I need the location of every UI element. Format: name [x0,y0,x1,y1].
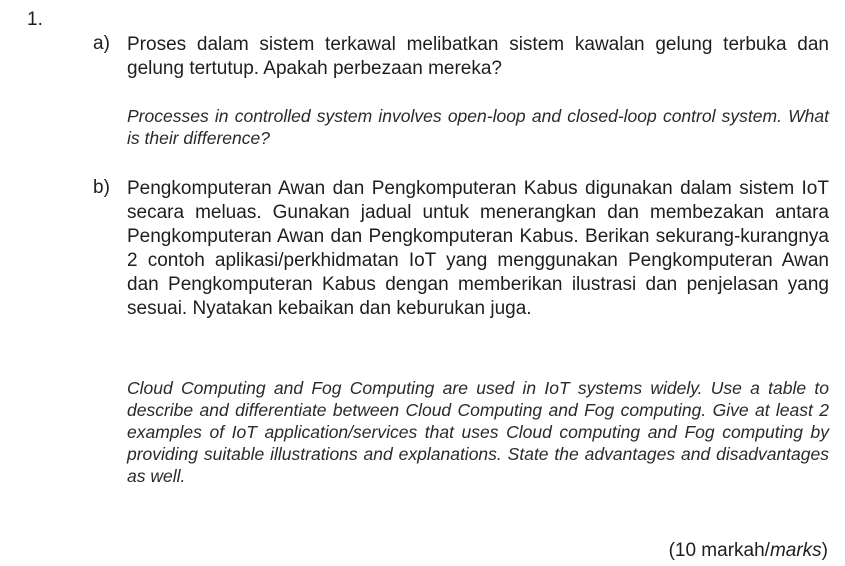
question-number: 1. [27,9,43,30]
part-b-english-text: Cloud Computing and Fog Computing are us… [127,378,829,486]
marks-suffix: ) [821,540,828,561]
part-b-label: b) [93,177,110,198]
marks-allocation: (10 markah/marks) [669,540,828,562]
part-a-label: a) [93,33,110,54]
part-a-english-text: Processes in controlled system involves … [127,106,829,148]
part-b-malay-text: Pengkomputeran Awan dan Pengkomputeran K… [127,178,829,319]
part-a-malay-text: Proses dalam sistem terkawal melibatkan … [127,34,829,79]
marks-italic: marks [769,540,822,561]
marks-prefix: (10 markah/ [668,540,770,561]
